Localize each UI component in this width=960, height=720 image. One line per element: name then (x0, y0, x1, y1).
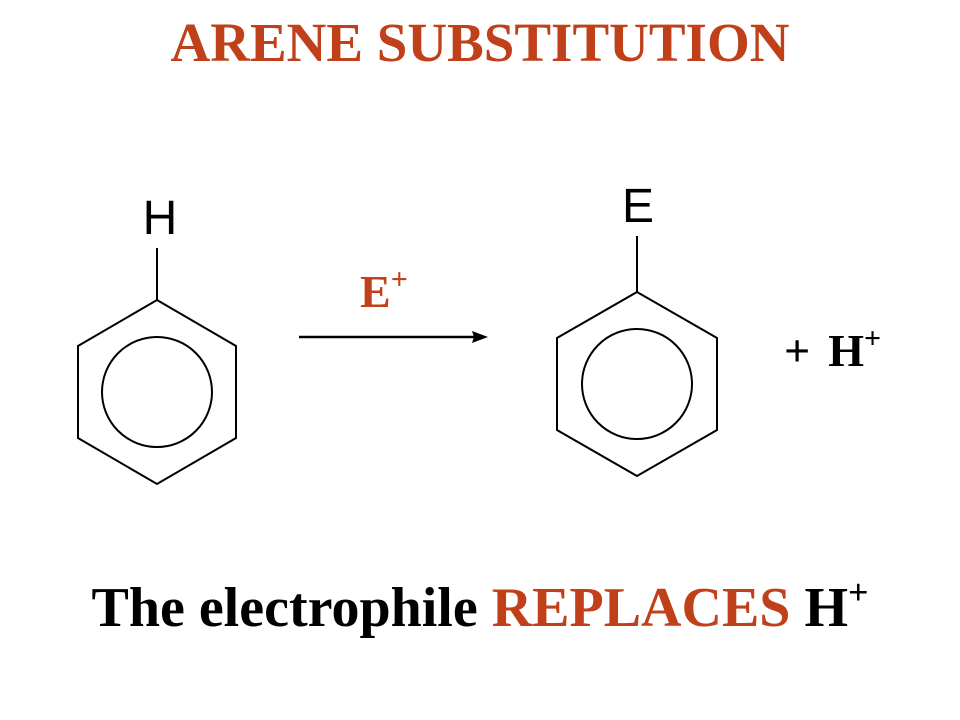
byproduct-label: +H+ (784, 322, 881, 376)
reagent-label: E+ (360, 263, 408, 317)
page-title: ARENE SUBSTITUTION (170, 12, 790, 73)
product-ring-aromatic-circle (581, 328, 693, 440)
reagent-symbol: E (360, 266, 391, 317)
caption-emphasis: REPLACES (491, 577, 791, 639)
reactant-substituent-label: H (143, 192, 178, 245)
reagent-charge: + (391, 263, 408, 296)
caption-charge: + (848, 572, 869, 612)
caption-text-start: The electrophile (91, 577, 492, 639)
reactant-benzene: H (77, 192, 237, 486)
byproduct-plus: + (784, 325, 810, 376)
byproduct-charge: + (864, 322, 881, 355)
product-benzene: E (556, 180, 718, 478)
arrow-head (472, 331, 488, 343)
reactant-ring-aromatic-circle (101, 336, 213, 448)
product-substituent-label: E (622, 180, 654, 233)
product-ring-hexagon (556, 290, 718, 478)
reaction-arrow (299, 331, 488, 343)
caption-text-end: H (790, 577, 848, 639)
reactant-ring-hexagon (77, 298, 237, 486)
caption: The electrophile REPLACES H+ (0, 572, 960, 650)
byproduct-symbol: H (828, 325, 864, 376)
